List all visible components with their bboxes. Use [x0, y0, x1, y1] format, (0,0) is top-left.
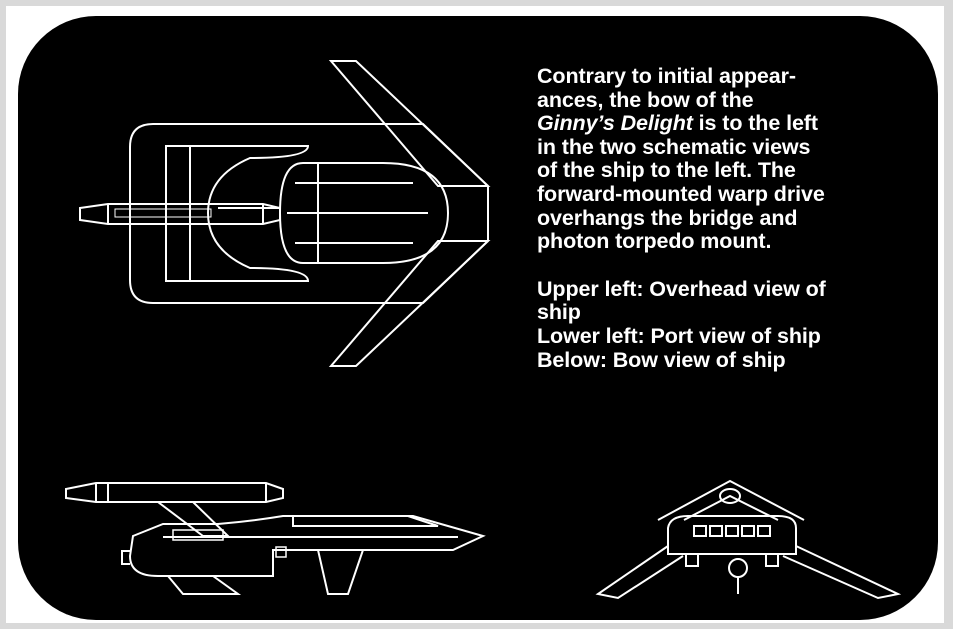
bow-landing-leg — [685, 554, 699, 567]
view-line: ship — [537, 300, 581, 325]
port-bridge-windows — [172, 529, 224, 541]
port-lower-wing — [165, 575, 242, 595]
caption-line: in the two schematic views — [537, 134, 811, 159]
ship-schematics — [65, 60, 902, 600]
overhead-inner-wing-edge — [166, 145, 191, 282]
port-pylon — [155, 501, 231, 537]
view-line: Upper left: Overhead view of — [537, 276, 826, 301]
schematic-panel: Contrary to initial appear- ances, the b… — [18, 16, 938, 620]
port-warp-nacelle — [65, 482, 284, 503]
bow-warp-nacelle — [719, 488, 741, 504]
overhead-bridge-dome — [278, 162, 450, 264]
caption-line: overhangs the bridge and — [537, 205, 798, 230]
port-main-hull — [128, 515, 486, 577]
caption-line: of the ship to the left. The — [537, 158, 796, 183]
caption-line: Ginny’s Delight is to the left — [537, 111, 818, 136]
bow-left-wing — [595, 545, 684, 600]
bow-upper-truss — [657, 479, 805, 521]
overhead-hull-outline — [129, 123, 489, 304]
caption-text: Contrary to initial appear- ances, the b… — [537, 64, 927, 372]
port-rear-wing — [316, 549, 365, 595]
bow-window — [693, 525, 707, 537]
port-view — [65, 482, 486, 595]
ship-name: Ginny’s Delight — [537, 111, 693, 136]
overhead-nacelle-vent — [114, 208, 212, 218]
page-sheet: Contrary to initial appear- ances, the b… — [6, 6, 944, 623]
bow-window — [709, 525, 723, 537]
overhead-inner-wing-arc — [165, 145, 310, 282]
caption-line: Contrary to initial appear- — [537, 64, 796, 88]
port-torpedo-mount — [121, 550, 130, 565]
overhead-view — [79, 60, 491, 367]
view-line: Lower left: Port view of ship — [537, 323, 821, 348]
bow-torpedo-mount — [728, 558, 748, 578]
bow-window — [741, 525, 755, 537]
bow-right-wing — [782, 545, 902, 600]
port-hatch — [275, 546, 287, 558]
bow-landing-leg — [765, 554, 779, 567]
port-dorsal-fairing — [292, 515, 439, 527]
caption-line: photon torpedo mount. — [537, 229, 772, 254]
bow-window — [757, 525, 771, 537]
view-line: Below: Bow view of ship — [537, 347, 786, 372]
bow-window — [725, 525, 739, 537]
caption-line: forward-mounted warp drive — [537, 181, 825, 206]
overhead-warp-nacelle — [79, 203, 281, 225]
bow-inner-truss — [683, 494, 779, 521]
bow-hull — [667, 515, 797, 555]
caption-line: ances, the bow of the — [537, 87, 754, 112]
bow-view — [595, 479, 902, 600]
paragraph-gap — [537, 254, 927, 278]
